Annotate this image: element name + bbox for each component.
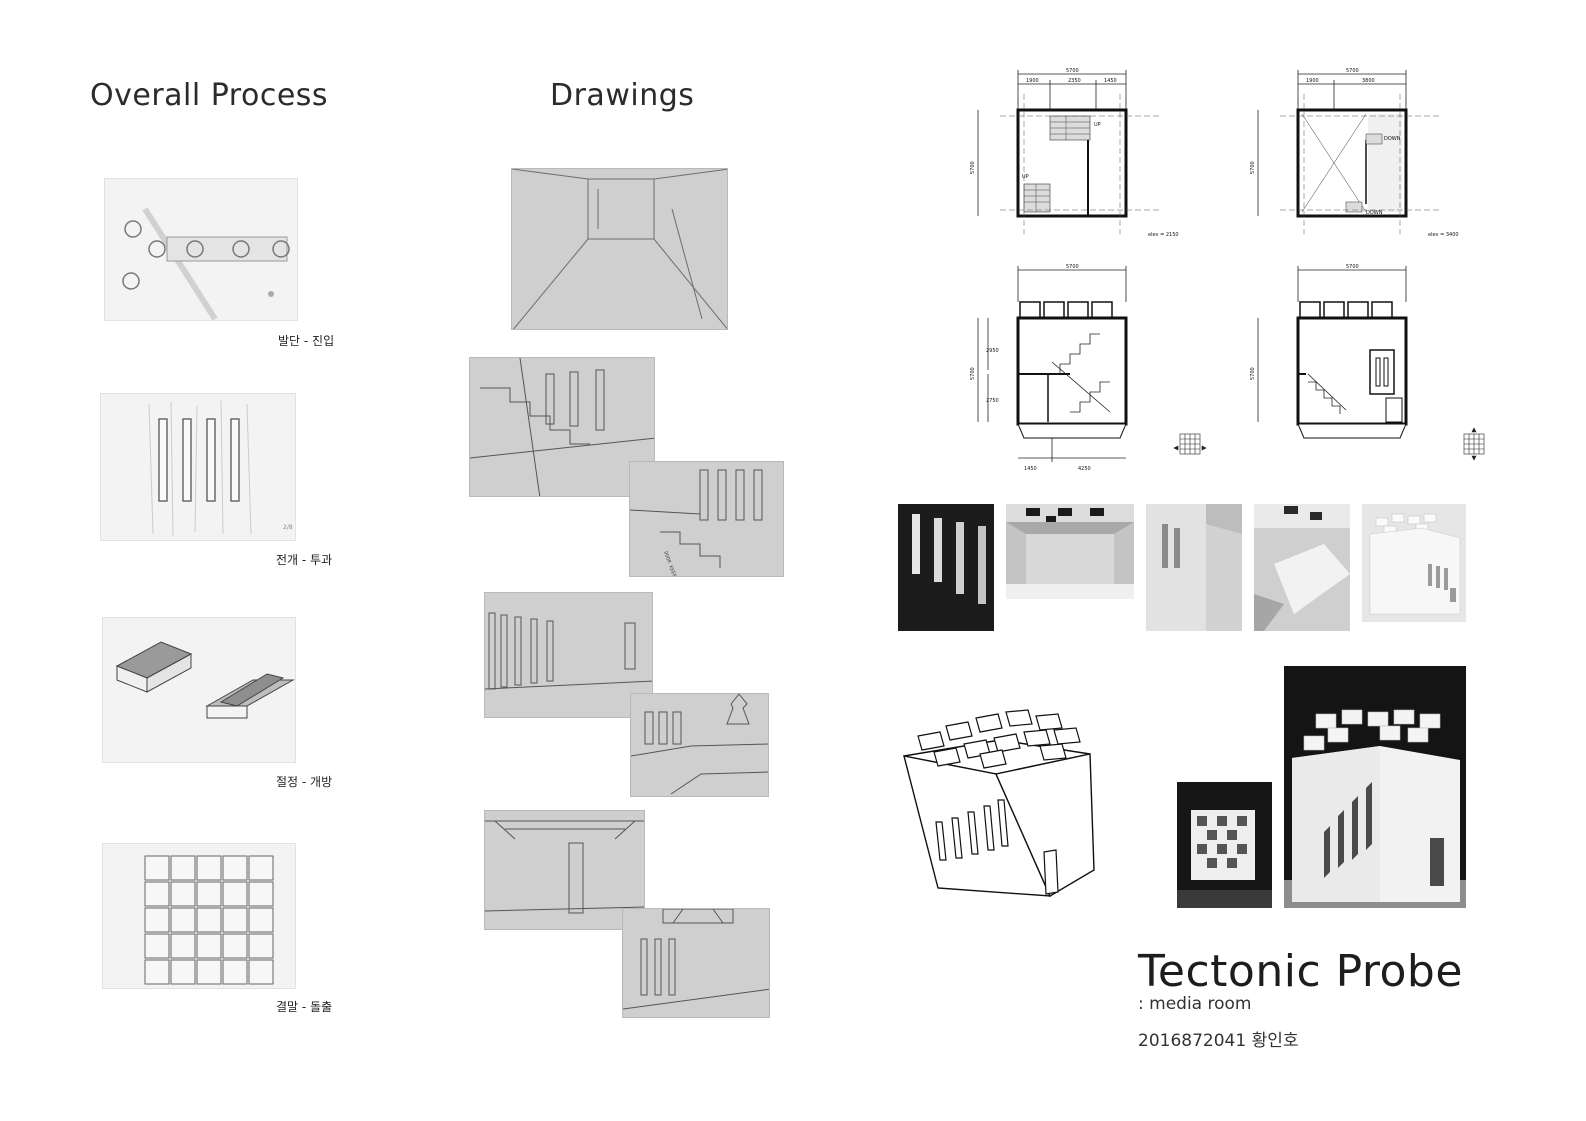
- section1-overall-dim: 5700: [1066, 264, 1079, 270]
- section1-side-dim: 5700: [970, 367, 976, 380]
- process-sketch-transmission: 2/8: [100, 393, 296, 541]
- plan2-down-label-2: DOWN: [1366, 210, 1383, 216]
- process-caption-protrusion: 결말 - 돌출: [276, 1000, 333, 1014]
- plan1-elev: elev = 2150: [1148, 232, 1179, 238]
- section1-key-plan-icon: [1173, 433, 1207, 455]
- section1-lower-dim: 2750: [986, 398, 999, 404]
- plan1-seg2-dim: 2350: [1068, 78, 1081, 84]
- section2-key-plan-icon: [1463, 427, 1485, 461]
- section1-bottom2-dim: 4250: [1078, 466, 1091, 472]
- plan2-down-label-1: DOWN: [1384, 136, 1401, 142]
- process-caption-entry: 발단 - 진입: [278, 334, 335, 348]
- plan2-overall-dim: 5700: [1346, 68, 1359, 74]
- drawing-corridor-perspective: [511, 168, 728, 330]
- model-photo-slots: [898, 504, 994, 631]
- plan1-side-dim: 5700: [970, 161, 976, 174]
- model-photo-exterior: [1362, 504, 1466, 622]
- model-photo-main: [1284, 666, 1466, 908]
- drawing-slot-wall-perspective: [484, 592, 653, 718]
- section1-bottom1-dim: 1450: [1024, 466, 1037, 472]
- plan1-seg3-dim: 1450: [1104, 78, 1117, 84]
- section2-side-dim: 5700: [1250, 367, 1256, 380]
- plan2-seg1-dim: 1900: [1306, 78, 1319, 84]
- floor-plan-upper: 5700 1900 3800 5700 DOWN DOWN elev = 340…: [1250, 64, 1460, 244]
- drawing-exterior-perspective: [630, 693, 769, 797]
- process-caption-transmission: 전개 - 투과: [276, 553, 333, 567]
- section-drawing-2: 5700 5700: [1250, 262, 1490, 476]
- drawing-interior-ceiling-2: [622, 908, 770, 1018]
- plan1-overall-dim: 5700: [1066, 68, 1079, 74]
- section-drawing-1: 5700 5700 2950 2750 1450 4250: [970, 262, 1210, 476]
- plan1-seg1-dim: 1900: [1026, 78, 1039, 84]
- drawing-stair-perspective-1: [469, 357, 655, 497]
- drawings-heading: Drawings: [550, 78, 695, 113]
- process-sketch-entry: [104, 178, 298, 321]
- overall-process-heading: Overall Process: [90, 78, 329, 113]
- drawing-stair-perspective-2: DOOR KEEPS WALK ON SPLEEN INSIDE: [629, 461, 784, 577]
- section2-overall-dim: 5700: [1346, 264, 1359, 270]
- project-title: Tectonic Probe: [1138, 946, 1463, 997]
- model-photo-grid-panel: [1177, 782, 1272, 908]
- project-subtitle: : media room: [1138, 994, 1252, 1014]
- model-photo-light: [1254, 504, 1350, 631]
- process-sketch-opening: [102, 617, 296, 763]
- plan2-seg2-dim: 3800: [1362, 78, 1375, 84]
- svg-text:2/8: 2/8: [283, 524, 293, 531]
- model-photo-wall: [1146, 504, 1242, 631]
- plan1-up-label: UP: [1094, 122, 1101, 128]
- plan2-side-dim: 5700: [1250, 161, 1256, 174]
- section1-upper-dim: 2950: [986, 348, 999, 354]
- plan2-elev: elev = 3400: [1428, 232, 1459, 238]
- plan1-up-label-2: UP: [1022, 174, 1029, 180]
- process-caption-opening: 절정 - 개방: [276, 775, 333, 789]
- axonometric-line-drawing: [880, 700, 1132, 912]
- sketch-note: DOOR KEEPS WALK ON SPLEEN INSIDE: [662, 551, 701, 577]
- drawing-interior-ceiling-1: [484, 810, 645, 930]
- floor-plan-lower: 5700 1900 2350 1450 5700 UP UP elev = 21…: [970, 64, 1180, 244]
- student-id-name: 2016872041 황인호: [1138, 1031, 1299, 1051]
- model-photo-interior: [1006, 504, 1134, 599]
- process-sketch-protrusion: [102, 843, 296, 989]
